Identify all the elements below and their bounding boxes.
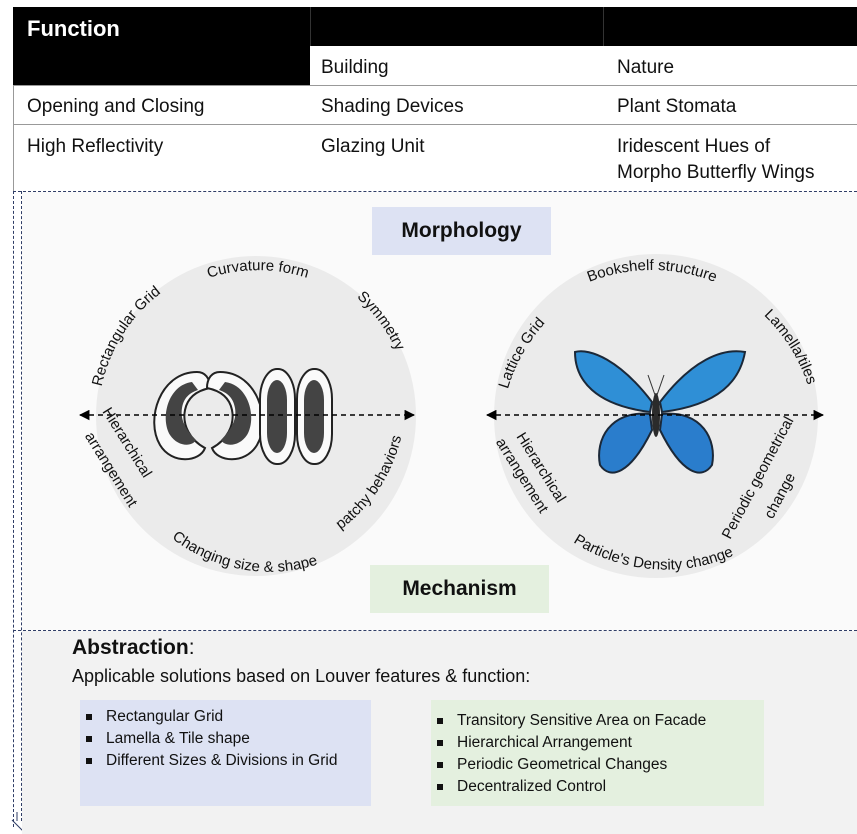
abstraction-title: Abstraction: — [72, 636, 195, 659]
list-item: Different Sizes & Divisions in Grid — [86, 750, 371, 772]
row2-nature-line2: Morpho Butterfly Wings — [617, 162, 815, 183]
dashed-divider — [13, 191, 857, 192]
table-left-border — [13, 85, 14, 191]
row2-building: Glazing Unit — [321, 136, 425, 157]
list-item: Periodic Geometrical Changes — [437, 754, 764, 776]
row-divider — [13, 124, 857, 125]
dashed-guide — [13, 191, 14, 827]
list-item: Transitory Sensitive Area on Facade — [437, 710, 764, 732]
list-item: Rectangular Grid — [86, 706, 371, 728]
nature-header: Nature — [617, 57, 675, 78]
header-divider — [603, 7, 604, 46]
row2-nature-line1: Iridescent Hues of — [617, 136, 771, 157]
row-divider — [13, 85, 857, 86]
building-header: Building — [321, 57, 389, 78]
table-header — [13, 7, 857, 85]
list-item: Hierarchical Arrangement — [437, 732, 764, 754]
stomata-icon — [153, 368, 333, 465]
row2-function: High Reflectivity — [27, 136, 164, 157]
features-list: Rectangular Grid Lamella & Tile shape Di… — [80, 700, 371, 806]
dashed-divider — [13, 630, 857, 631]
function-header: Function — [27, 16, 120, 41]
abstraction-subtitle: Applicable solutions based on Louver fea… — [72, 666, 531, 686]
function-list: Transitory Sensitive Area on Facade Hier… — [431, 700, 764, 806]
mechanism-label: Mechanism — [370, 565, 549, 613]
list-item: Lamella & Tile shape — [86, 728, 371, 750]
dashed-guide — [21, 191, 22, 821]
list-item: Decentralized Control — [437, 776, 764, 798]
header-divider — [310, 7, 311, 46]
row1-function: Opening and Closing — [27, 96, 205, 117]
morphology-label: Morphology — [372, 207, 551, 255]
row1-nature: Plant Stomata — [617, 96, 737, 117]
header-subrow — [310, 46, 857, 85]
row1-building: Shading Devices — [321, 96, 464, 117]
